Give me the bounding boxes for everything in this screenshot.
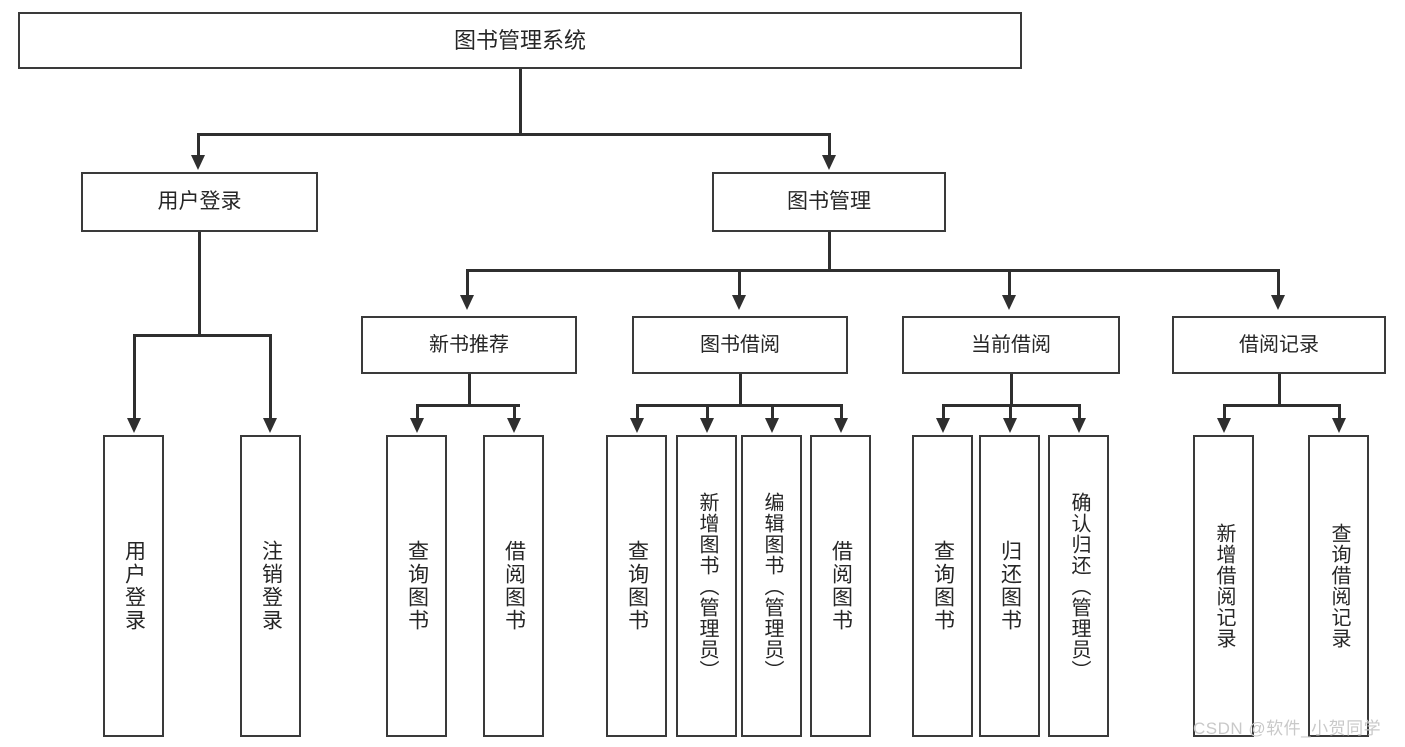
arrow-to-borrow-record [1271,295,1285,310]
edge-book-borrow-stem [739,374,742,407]
node-new-book-recommend[interactable]: 新书推荐 [361,316,577,374]
edge-cb-drop-3 [1078,404,1081,422]
leaf-return-book[interactable]: 归还图书 [979,435,1040,737]
node-current-borrow-label: 当前借阅 [971,333,1051,356]
arrow-to-new-book-recommend [460,295,474,310]
leaf-query-record[interactable]: 查询借阅记录 [1308,435,1369,737]
leaf-query-book-1-label: 查询图书 [405,540,429,632]
node-book-borrow-label: 图书借阅 [700,333,780,356]
node-borrow-record[interactable]: 借阅记录 [1172,316,1386,374]
node-root-label: 图书管理系统 [453,27,586,53]
node-book-borrow[interactable]: 图书借阅 [632,316,848,374]
arrow-bb-leaf-2 [700,418,714,433]
arrow-bb-leaf-1 [630,418,644,433]
leaf-query-book-2[interactable]: 查询图书 [606,435,667,737]
edge-root-stem [519,69,522,135]
arrow-cb-leaf-2 [1003,418,1017,433]
leaf-add-record-label: 新增借阅记录 [1213,523,1235,649]
edge-bb-drop-2 [706,404,709,422]
leaf-user-logout[interactable]: 注销登录 [240,435,301,737]
arrow-cb-leaf-3 [1072,418,1086,433]
arrow-to-current-borrow [1002,295,1016,310]
arrow-bb-leaf-4 [834,418,848,433]
edge-book-management-bar [466,269,1279,272]
edge-book-borrow-bar [636,404,842,407]
edge-to-book-borrow [738,269,741,297]
leaf-confirm-return-label: 确认归还（管理员） [1068,491,1090,681]
leaf-borrow-book-1-label: 借阅图书 [502,540,526,632]
node-root[interactable]: 图书管理系统 [18,12,1022,69]
node-borrow-record-label: 借阅记录 [1239,333,1319,356]
leaf-return-book-label: 归还图书 [998,540,1022,632]
leaf-borrow-book-1[interactable]: 借阅图书 [483,435,544,737]
edge-to-new-book-recommend [466,269,469,297]
edge-borrow-record-bar [1223,404,1339,407]
edge-cb-drop-2 [1009,404,1012,422]
edge-borrow-record-stem [1278,374,1281,407]
leaf-borrow-book-2[interactable]: 借阅图书 [810,435,871,737]
arrow-br-leaf-2 [1332,418,1346,433]
edge-book-management-stem [828,232,831,272]
edge-root-bar [197,133,830,136]
leaf-add-record[interactable]: 新增借阅记录 [1193,435,1254,737]
arrow-bb-leaf-3 [765,418,779,433]
arrow-cb-leaf-1 [936,418,950,433]
node-book-management-label: 图书管理 [787,189,871,213]
leaf-add-book-label: 新增图书（管理员） [696,491,718,681]
arrow-user-login-leaf-1 [127,418,141,433]
leaf-query-book-3-label: 查询图书 [931,540,955,632]
edge-to-current-borrow [1008,269,1011,297]
edge-user-login-bar [133,334,271,337]
leaf-borrow-book-2-label: 借阅图书 [829,540,853,632]
leaf-query-book-1[interactable]: 查询图书 [386,435,447,737]
edge-bb-drop-1 [636,404,639,422]
arrow-to-book-borrow [732,295,746,310]
node-current-borrow[interactable]: 当前借阅 [902,316,1120,374]
node-user-login[interactable]: 用户登录 [81,172,318,232]
leaf-user-login-label: 用户登录 [122,540,146,632]
edge-br-drop-1 [1223,404,1226,422]
edge-nbr-drop-2 [513,404,516,422]
leaf-user-logout-label: 注销登录 [259,540,283,632]
edge-bb-drop-3 [771,404,774,422]
arrow-nbr-leaf-2 [507,418,521,433]
edge-new-book-recommend-stem [468,374,471,407]
leaf-confirm-return[interactable]: 确认归还（管理员） [1048,435,1109,737]
edge-user-login-drop-2 [269,334,272,420]
arrow-to-user-login [191,155,205,170]
edge-user-login-drop-1 [133,334,136,420]
arrow-nbr-leaf-1 [410,418,424,433]
edge-to-borrow-record [1277,269,1280,297]
edge-cb-drop-1 [942,404,945,422]
csdn-watermark: CSDN @软件_小贺同学 [1193,719,1382,738]
node-book-management[interactable]: 图书管理 [712,172,946,232]
edge-bb-drop-4 [840,404,843,422]
edge-br-drop-2 [1338,404,1341,422]
leaf-query-book-2-label: 查询图书 [625,540,649,632]
leaf-edit-book[interactable]: 编辑图书（管理员） [741,435,802,737]
edge-current-borrow-stem [1010,374,1013,407]
node-new-book-recommend-label: 新书推荐 [429,333,509,356]
leaf-user-login[interactable]: 用户登录 [103,435,164,737]
arrow-br-leaf-1 [1217,418,1231,433]
leaf-edit-book-label: 编辑图书（管理员） [761,491,783,681]
arrow-user-login-leaf-2 [263,418,277,433]
edge-nbr-drop-1 [416,404,419,422]
leaf-add-book[interactable]: 新增图书（管理员） [676,435,737,737]
edge-to-user-login [197,133,200,159]
edge-to-book-management [828,133,831,159]
leaf-query-book-3[interactable]: 查询图书 [912,435,973,737]
edge-new-book-recommend-bar [416,404,520,407]
leaf-query-record-label: 查询借阅记录 [1328,523,1350,649]
arrow-to-book-management [822,155,836,170]
node-user-login-label: 用户登录 [157,189,242,213]
edge-user-login-stem [198,232,201,336]
